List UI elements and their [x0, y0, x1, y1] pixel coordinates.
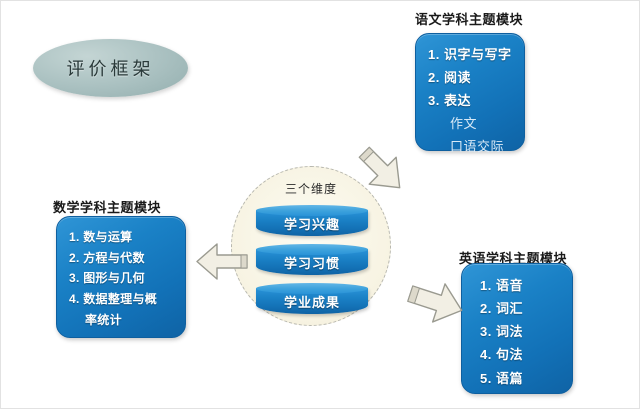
- list-item: 3. 图形与几何: [69, 271, 145, 286]
- dimension-cylinder-achievement[interactable]: 学业成果: [256, 283, 368, 314]
- cylinder-label: 学习习惯: [283, 256, 340, 271]
- list-item: 2. 词汇: [480, 301, 523, 317]
- chinese-module-title: 语文学科主题模块: [415, 12, 524, 27]
- arrow-left-icon: [193, 239, 251, 284]
- cylinder-top: [256, 205, 368, 216]
- list-item: 1. 数与运算: [69, 230, 133, 244]
- list-item: 率统计: [85, 312, 122, 327]
- cylinder-label: 学习兴趣: [283, 217, 340, 232]
- list-item: 5. 语篇: [480, 370, 523, 386]
- three-dimensions-label: 三个维度: [284, 182, 337, 196]
- chinese-module-box[interactable]: 1. 识字与写字 2. 阅读 3. 表达 作文 口语交际: [415, 33, 525, 154]
- math-module-list: 1. 数与运算 2. 方程与代数 3. 图形与几何 4. 数据整理与概 率统计: [69, 227, 175, 330]
- evaluation-framework-label: 评价框架: [66, 59, 155, 80]
- chinese-module-list: 1. 识字与写字 2. 阅读 3. 表达: [428, 44, 514, 112]
- english-module-box[interactable]: 1. 语音 2. 词汇 3. 词法 4. 句法 5. 语篇: [461, 263, 573, 394]
- list-item: 3. 表达: [428, 92, 471, 108]
- list-item: 2. 阅读: [428, 69, 471, 85]
- three-dimensions-circle: 三个维度 学习兴趣 学习习惯 学业成果: [231, 166, 391, 326]
- dimension-cylinder-interest[interactable]: 学习兴趣: [256, 205, 368, 236]
- list-item: 3. 词法: [480, 324, 523, 340]
- english-module-list: 1. 语音 2. 词汇 3. 词法 4. 句法 5. 语篇: [480, 274, 562, 390]
- arrow-up-right-icon: [353, 141, 411, 199]
- list-item: 1. 语音: [480, 278, 523, 293]
- list-item: 1. 识字与写字: [428, 47, 512, 62]
- math-module-box[interactable]: 1. 数与运算 2. 方程与代数 3. 图形与几何 4. 数据整理与概 率统计: [56, 216, 186, 338]
- arrow-right-icon: [405, 276, 467, 328]
- cylinder-top: [256, 244, 368, 255]
- dimension-cylinder-habit[interactable]: 学习习惯: [256, 244, 368, 275]
- list-item: 口语交际: [450, 139, 505, 154]
- chinese-module-sublist: 作文 口语交际: [450, 113, 514, 159]
- cylinder-label: 学业成果: [283, 295, 340, 310]
- english-module-title: 英语学科主题模块: [459, 251, 568, 266]
- math-module-title: 数学学科主题模块: [53, 200, 162, 215]
- evaluation-framework-ellipse: 评价框架: [33, 39, 188, 97]
- cylinder-top: [256, 283, 368, 294]
- list-item: 2. 方程与代数: [69, 250, 145, 265]
- list-item: 作文: [450, 116, 478, 132]
- list-item: 4. 数据整理与概: [69, 291, 158, 306]
- list-item: 4. 句法: [480, 347, 523, 363]
